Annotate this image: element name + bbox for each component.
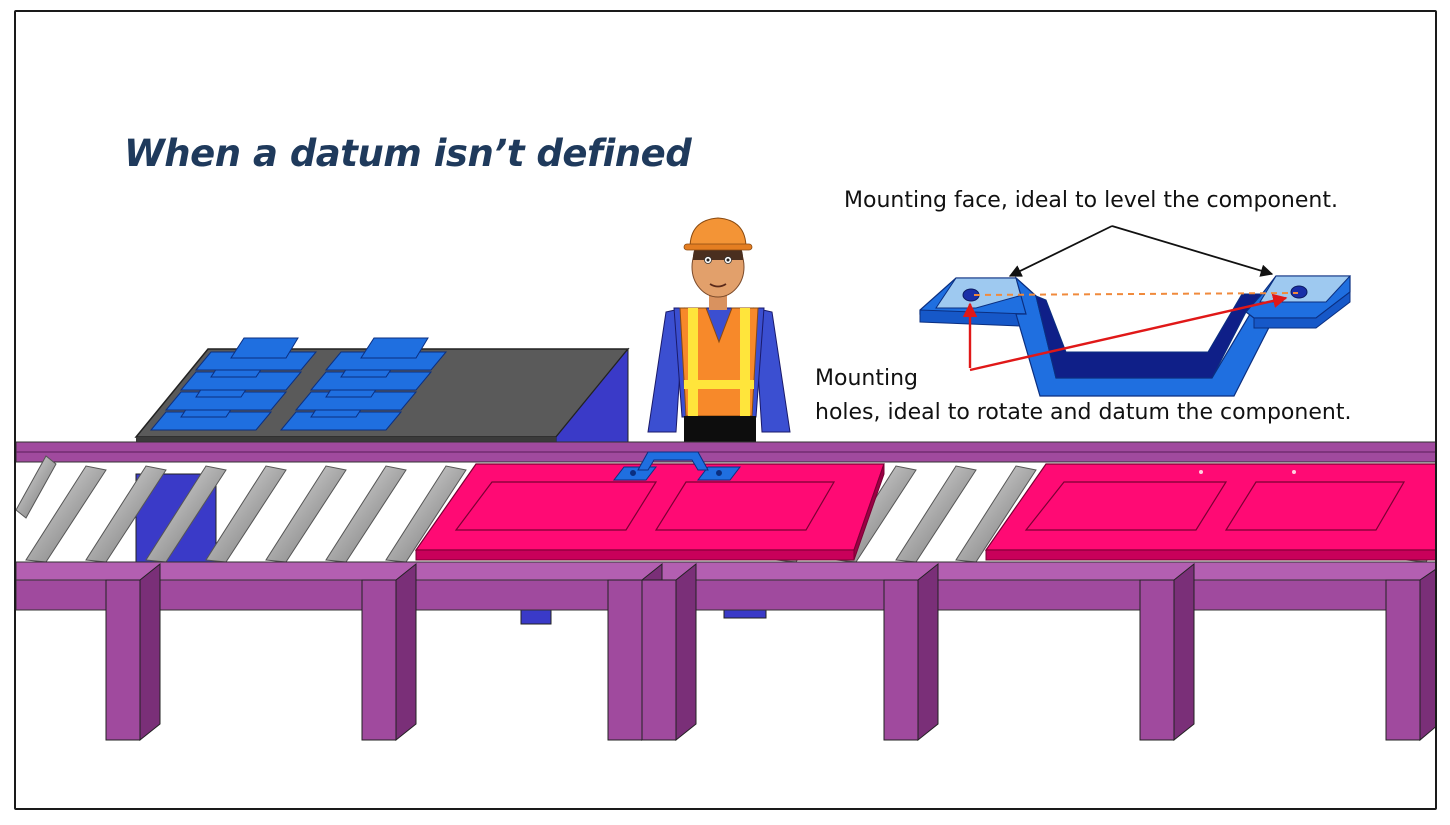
conveyor-back-rail — [16, 441, 1435, 463]
mounting-holes-label-line2: holes, ideal to rotate and datum the com… — [815, 400, 1352, 425]
bracket-stack-right — [279, 337, 448, 431]
bracket-stack-left — [149, 337, 318, 431]
mounting-face-label: Mounting face, ideal to level the compon… — [844, 188, 1338, 213]
conveyor-legs — [105, 562, 1435, 742]
mounting-face-arrows — [1008, 225, 1274, 277]
conveyor-scene — [16, 217, 1435, 742]
slide-title: When a datum isn’t defined — [124, 132, 692, 175]
conveyor-front-rail — [16, 561, 1435, 611]
mounting-holes-label-line1: Mounting — [815, 366, 918, 391]
pink-plate-right — [984, 463, 1435, 561]
worker-figure — [647, 217, 791, 442]
slide-frame: When a datum isn’t defined Mounting face… — [14, 10, 1437, 810]
mounting-holes-arrows — [962, 293, 1288, 372]
pink-plate-center — [414, 463, 885, 561]
bracket-on-conveyor — [612, 451, 742, 481]
